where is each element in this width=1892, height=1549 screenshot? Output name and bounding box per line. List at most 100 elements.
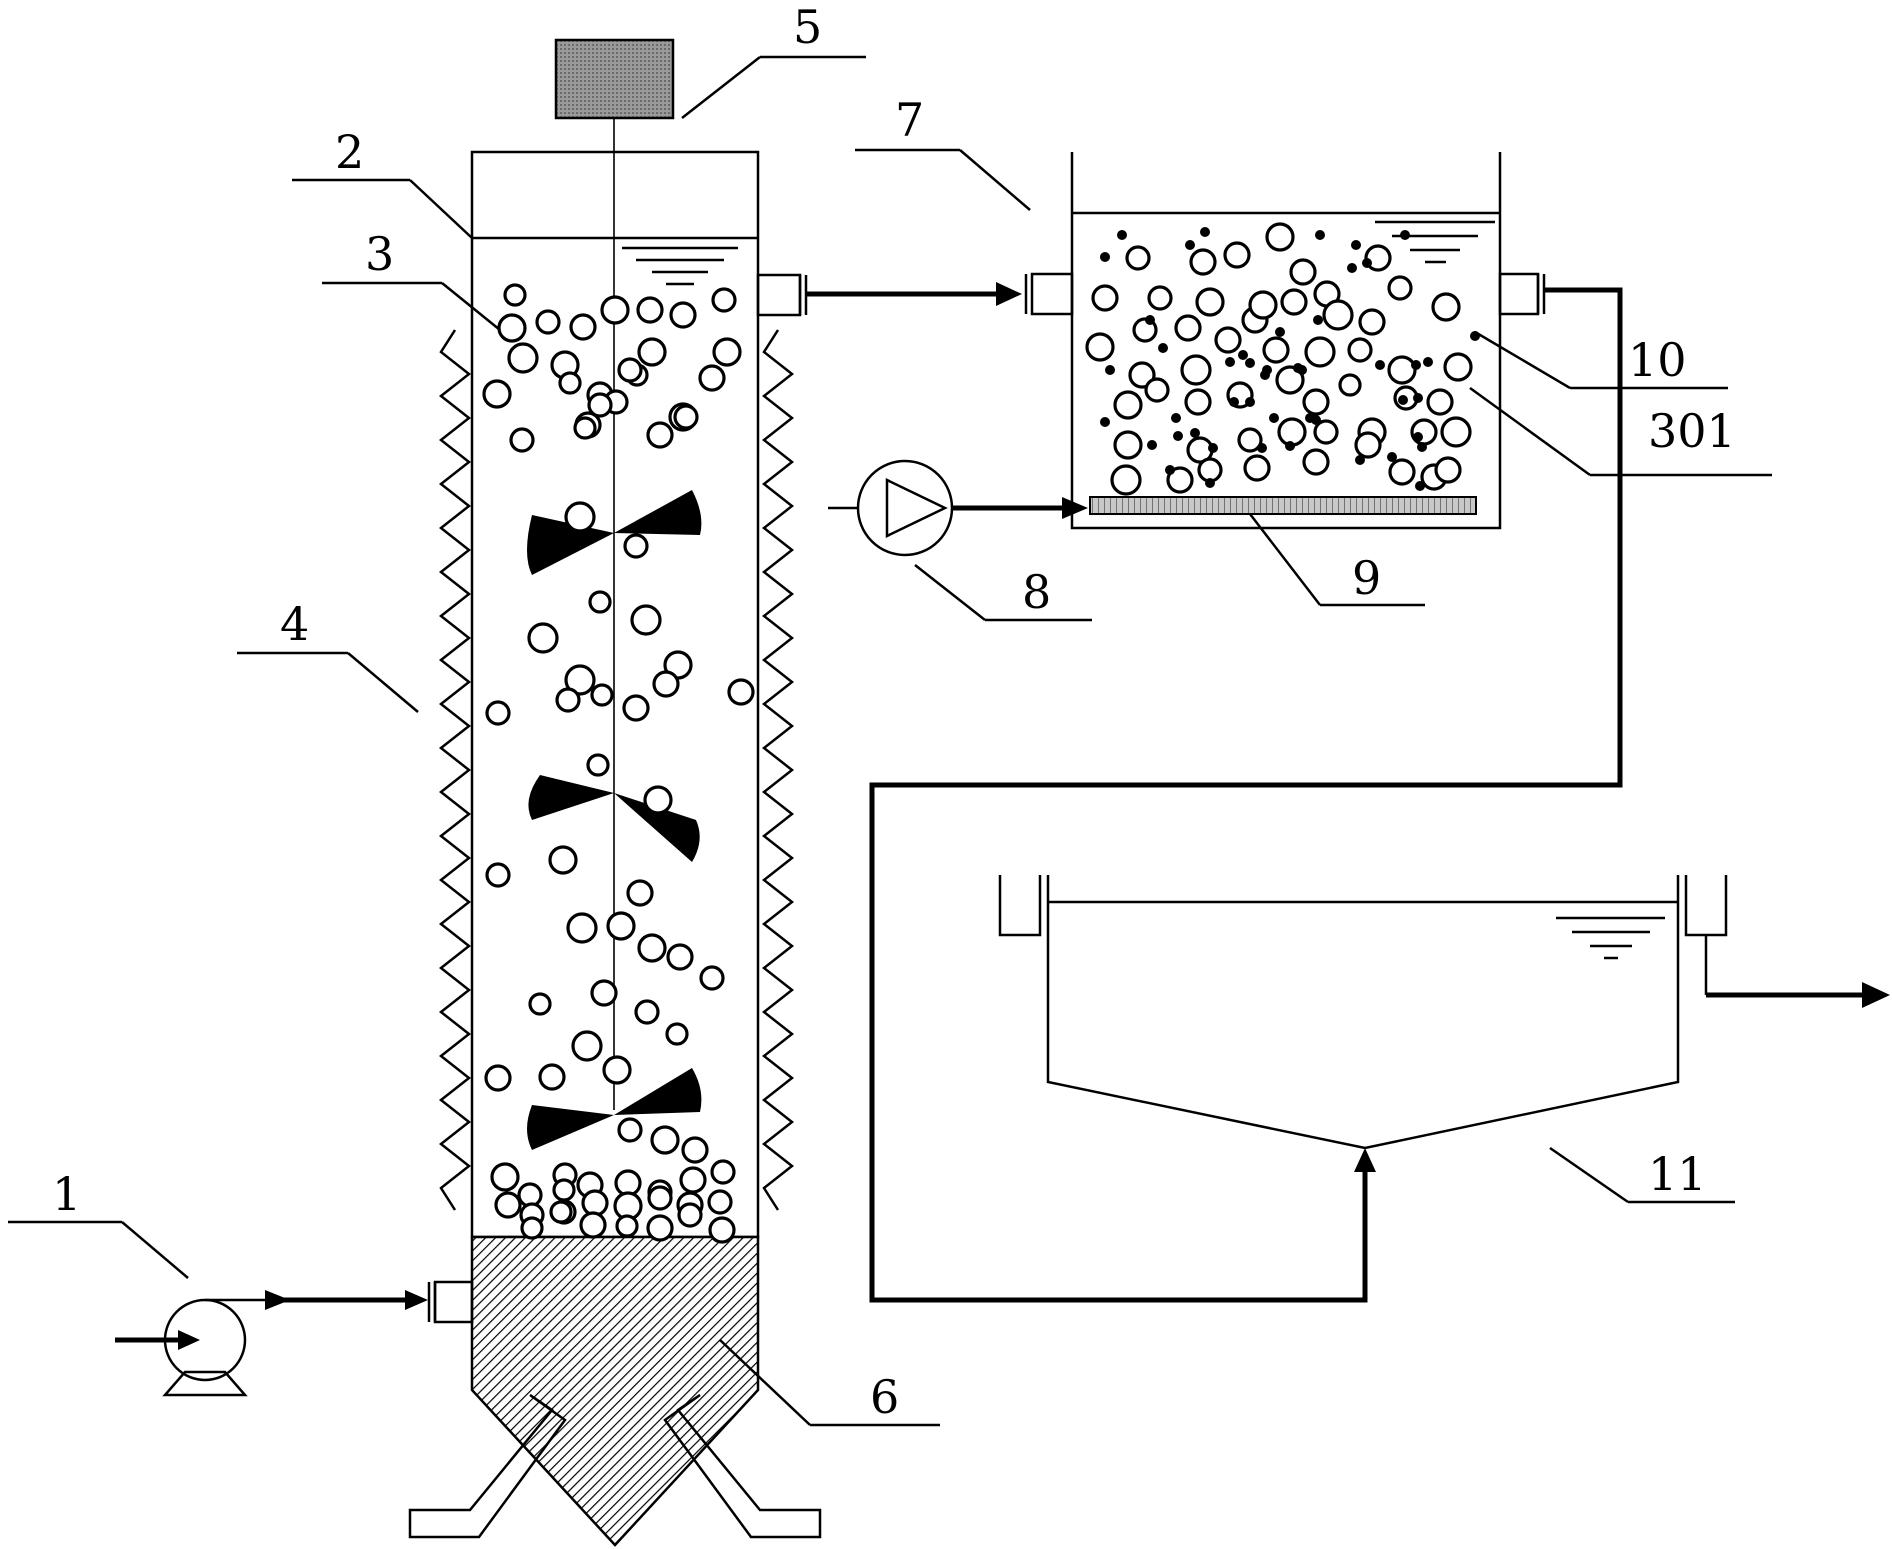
reactor-bubble [528, 992, 552, 1016]
reactor-bubble [573, 416, 597, 440]
reactor-bubble [485, 862, 511, 888]
tank-bubble [1214, 326, 1242, 354]
biomass-dot [1311, 415, 1321, 425]
settler-right-weir [1684, 875, 1728, 937]
reactor-bubble [602, 1055, 632, 1085]
tank-inlet-nozzle [1024, 272, 1074, 316]
biomass-dot [1238, 350, 1248, 360]
heating-jacket-right [761, 329, 795, 1211]
reactor-bubble [637, 933, 667, 963]
tank-bubble [1113, 430, 1143, 460]
tank-bubble [1197, 457, 1223, 483]
biomass-dot [1171, 413, 1181, 423]
reactor-bubble [630, 604, 662, 636]
tank-bubble [1113, 390, 1143, 420]
biomass-dot [1313, 315, 1323, 325]
tank-bubble [1434, 456, 1462, 484]
reactor-bubble [509, 427, 535, 453]
tank-bubble [1184, 388, 1212, 416]
biomass-dot [1362, 258, 1372, 268]
label-9: 9 [1352, 551, 1381, 605]
biomass-dot [1145, 315, 1155, 325]
biomass-dot [1147, 440, 1157, 450]
reactor-bubble [564, 501, 596, 533]
biomass-dot [1245, 358, 1255, 368]
reactor-bubble [681, 1136, 709, 1164]
stirrer-motor [554, 38, 675, 120]
biomass-dot [1351, 240, 1361, 250]
biomass-dot [1387, 452, 1397, 462]
biomass-dot [1257, 443, 1267, 453]
reactor-bubble [482, 379, 512, 409]
biomass-dot [1100, 252, 1110, 262]
tank-bubble [1440, 416, 1472, 448]
reactor-bubble [708, 1216, 736, 1244]
biomass-dot [1100, 417, 1110, 427]
reactor-bubble [652, 670, 680, 698]
label-7: 7 [895, 93, 924, 147]
transfer-arrow [996, 282, 1022, 306]
reactor-bubble [552, 1178, 576, 1202]
tank-bubble [1166, 466, 1194, 494]
reactor-bubble [699, 965, 725, 991]
label-10: 10 [1628, 333, 1687, 387]
tank-bubble [1387, 355, 1417, 385]
reactor-bubble [586, 753, 610, 777]
biomass-dot [1190, 428, 1200, 438]
tank-bubble [1128, 361, 1156, 389]
reactor-bubble [558, 371, 582, 395]
reactor-bubble [549, 1200, 573, 1224]
reactor-column [408, 38, 822, 1547]
reactor-bubble [569, 313, 597, 341]
support-legs [408, 1393, 822, 1539]
effluent-arrow [1862, 982, 1890, 1008]
biomass-dot [1117, 230, 1127, 240]
reactor-bubble [698, 364, 726, 392]
tank-bubble [1347, 337, 1373, 363]
biomass-dot [1375, 360, 1385, 370]
reactor-bubble [711, 287, 737, 313]
tank-bubble [1243, 454, 1271, 482]
sludge-hopper [470, 1235, 760, 1547]
label-5: 5 [793, 0, 822, 54]
tank-bubble [1265, 222, 1295, 252]
biomass-dot [1355, 455, 1365, 465]
biomass-dot [1415, 481, 1425, 491]
label-6: 6 [870, 1370, 899, 1424]
biomass-dot [1245, 397, 1255, 407]
tank-bubble [1304, 336, 1336, 368]
reactor-bubble [665, 1022, 689, 1046]
reactor-bubble [622, 694, 650, 722]
reactor-bubble [626, 879, 654, 907]
feed-arrow-a [265, 1290, 290, 1310]
reactor-bubble [673, 404, 699, 430]
biomass-dot [1165, 465, 1175, 475]
reactor-bubble [494, 1191, 522, 1219]
reactor-bubble [520, 1216, 544, 1240]
reactor-bubble [617, 357, 643, 383]
label-301: 301 [1648, 404, 1736, 458]
biomass-dot [1260, 370, 1270, 380]
tank-bubble [1147, 285, 1173, 311]
reactor-bubble [503, 283, 527, 307]
reactor-bubble [712, 337, 742, 367]
tank-bubble [1302, 388, 1330, 416]
tank-outlet-nozzle [1498, 272, 1546, 316]
biomass-dot [1413, 432, 1423, 442]
tank-bubble [1223, 241, 1251, 269]
tank-bubble [1354, 431, 1382, 459]
tank-bubble [1180, 354, 1212, 386]
reactor-bubble [647, 1185, 673, 1211]
biomass-dot [1411, 360, 1421, 370]
reactor-bubble [507, 342, 539, 374]
biomass-dot [1105, 365, 1115, 375]
reactor-bubble [623, 533, 649, 559]
tank-bubble [1237, 427, 1263, 453]
leader-lines [8, 55, 1772, 1427]
reactor-bubble [643, 785, 673, 815]
heating-jacket-left [438, 329, 472, 1211]
impeller-bottom [527, 1068, 702, 1150]
tank-bubble [1358, 308, 1386, 336]
